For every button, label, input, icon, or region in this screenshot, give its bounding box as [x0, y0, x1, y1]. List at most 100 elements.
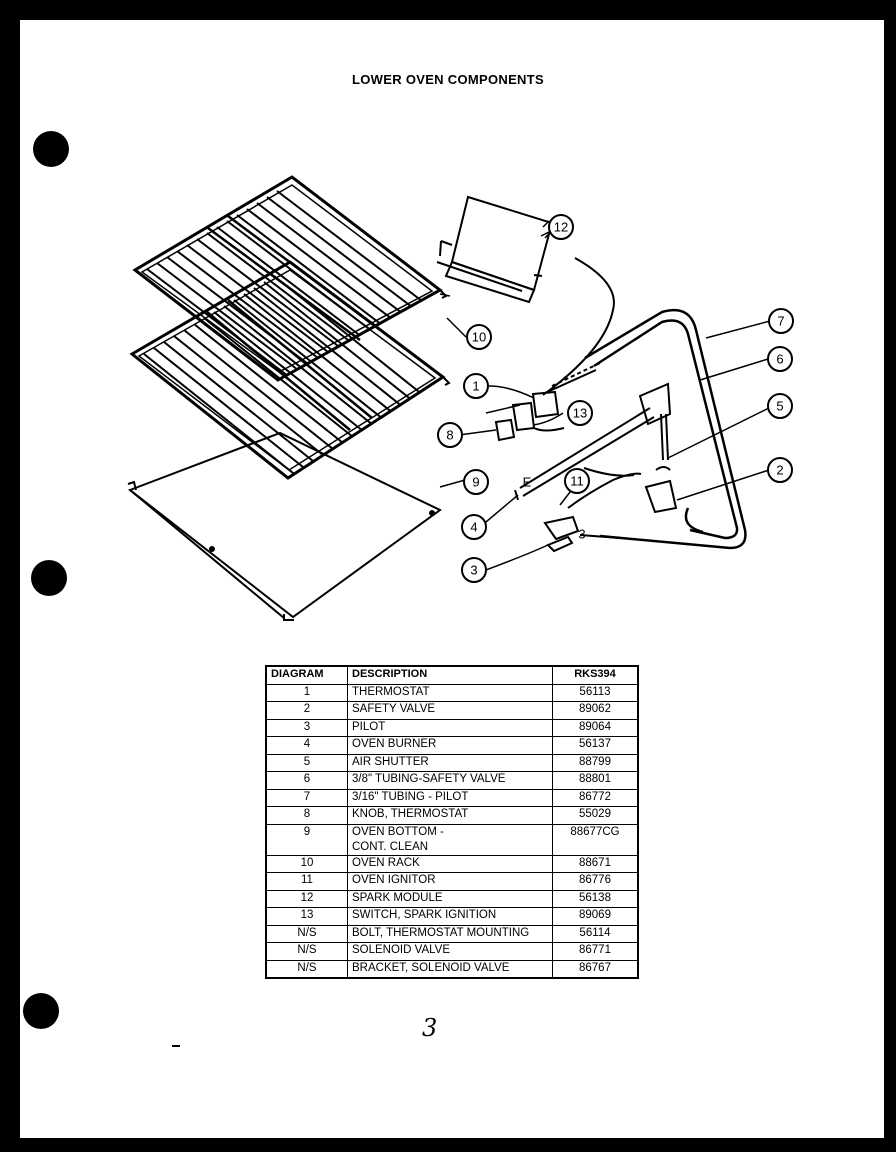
row-diagram: 6: [265, 771, 348, 790]
row-diagram: 1: [265, 683, 348, 702]
row-diagram: N/S: [265, 942, 348, 961]
row-part-number: 56137: [552, 736, 639, 755]
row-description: SOLENOID VALVE: [347, 942, 553, 961]
row-part-number: 55029: [552, 806, 639, 825]
binder-hole-bottom: [23, 993, 59, 1029]
callout-8: 8: [446, 428, 453, 443]
callout-2-circle: [767, 457, 793, 483]
oven-burner: [514, 382, 678, 514]
callout-13-circle: [567, 400, 593, 426]
row-description: 3/16" TUBING - PILOT: [347, 788, 553, 807]
callout-1: 1: [472, 379, 479, 394]
callout-9: 9: [472, 475, 479, 490]
row-part-number: 89069: [552, 907, 639, 926]
row-part-number: 88671: [552, 854, 639, 873]
callout-5-circle: [767, 393, 793, 419]
callout-3-circle: [461, 557, 487, 583]
row-description: OVEN BOTTOM - CONT. CLEAN: [347, 823, 553, 856]
callout-12-circle: [548, 214, 574, 240]
row-part-number: 56138: [552, 889, 639, 908]
callout-12: 12: [554, 220, 568, 235]
row-part-number: 86771: [552, 942, 639, 961]
tubing: [584, 308, 747, 550]
spark-module: [436, 195, 554, 304]
callout-7: 7: [777, 314, 784, 329]
row-description: BRACKET, SOLENOID VALVE: [347, 959, 553, 979]
page-title: LOWER OVEN COMPONENTS: [352, 72, 544, 87]
row-description: PILOT: [347, 718, 553, 737]
pilot-and-ignitor: [543, 467, 642, 553]
row-diagram: 3: [265, 718, 348, 737]
row-part-number: 56113: [552, 683, 639, 702]
row-description: KNOB, THERMOSTAT: [347, 806, 553, 825]
header-part-number: RKS394: [552, 665, 639, 685]
callout-4: 4: [470, 520, 477, 535]
leader-lines: [439, 228, 774, 571]
table-header-row: DIAGRAM DESCRIPTION RKS394: [265, 665, 639, 685]
callout-2: 2: [776, 463, 783, 478]
callout-1-circle: [463, 373, 489, 399]
row-description: SAFETY VALVE: [347, 701, 553, 720]
callout-13: 13: [573, 406, 587, 421]
row-diagram: 8: [265, 806, 348, 825]
pilot-mark: 3: [578, 527, 585, 542]
row-diagram: 13: [265, 907, 348, 926]
callout-4-circle: [461, 514, 487, 540]
callout-5: 5: [776, 399, 783, 414]
callout-9-circle: [463, 469, 489, 495]
callout-circles: [437, 214, 794, 583]
header-description: DESCRIPTION: [347, 665, 553, 685]
row-part-number: 88677CG: [552, 823, 639, 856]
row-part-number: 56114: [552, 924, 639, 943]
row-diagram: 7: [265, 788, 348, 807]
burner-mark: E: [523, 475, 532, 490]
callout-10-circle: [466, 324, 492, 350]
row-diagram: 11: [265, 872, 348, 891]
callout-3: 3: [470, 563, 477, 578]
stray-mark: [172, 1045, 180, 1047]
row-diagram: 10: [265, 854, 348, 873]
binder-hole-middle: [31, 560, 67, 596]
binder-hole-top: [33, 131, 69, 167]
row-part-number: 89064: [552, 718, 639, 737]
callout-6-circle: [767, 346, 793, 372]
row-diagram: 9: [265, 823, 348, 856]
header-diagram: DIAGRAM: [265, 665, 348, 685]
oven-bottom-plate: [127, 431, 442, 621]
row-description: SWITCH, SPARK IGNITION: [347, 907, 553, 926]
row-description: 3/8" TUBING-SAFETY VALVE: [347, 771, 553, 790]
callout-11: 11: [570, 474, 584, 489]
thermostat-assembly: [494, 257, 615, 442]
row-description: AIR SHUTTER: [347, 753, 553, 772]
row-diagram: 5: [265, 753, 348, 772]
row-description: BOLT, THERMOSTAT MOUNTING: [347, 924, 553, 943]
row-description: OVEN BURNER: [347, 736, 553, 755]
row-diagram: N/S: [265, 924, 348, 943]
row-diagram: 4: [265, 736, 348, 755]
row-description: THERMOSTAT: [347, 683, 553, 702]
row-part-number: 86776: [552, 872, 639, 891]
callout-8-circle: [437, 422, 463, 448]
callout-11-circle: [564, 468, 590, 494]
callout-7-circle: [768, 308, 794, 334]
row-part-number: 88801: [552, 771, 639, 790]
row-part-number: 89062: [552, 701, 639, 720]
row-part-number: 86772: [552, 788, 639, 807]
